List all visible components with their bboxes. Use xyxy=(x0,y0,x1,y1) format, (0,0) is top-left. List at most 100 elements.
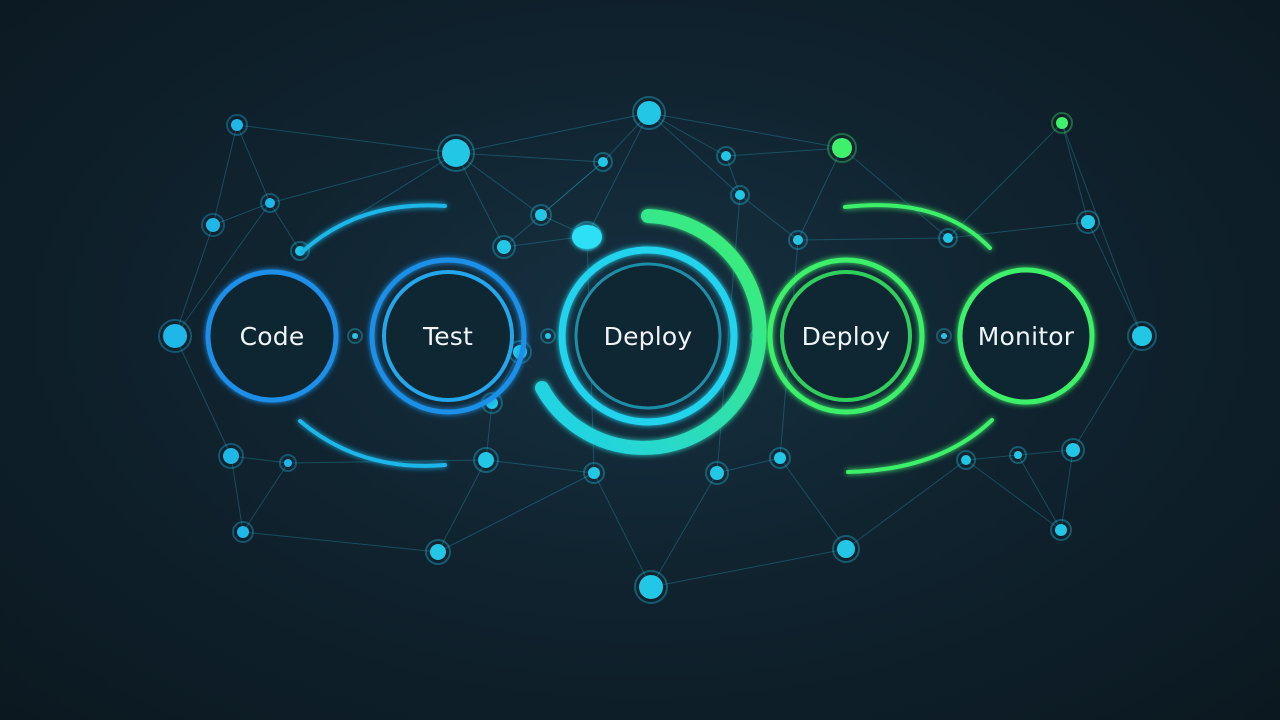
network-node-halo xyxy=(730,185,750,205)
network-line xyxy=(650,548,847,588)
network-node-halo xyxy=(1127,321,1157,351)
stage-deploy-primary: Deploy xyxy=(535,209,767,455)
network-line xyxy=(797,147,843,241)
network-node xyxy=(231,119,243,131)
stage-deploy2-ring xyxy=(780,270,912,402)
network-line xyxy=(841,147,949,239)
connector-arc xyxy=(843,203,992,250)
network-node-halo xyxy=(827,133,857,163)
accent-dot xyxy=(572,225,602,249)
network-node xyxy=(163,324,187,348)
network-node-halo xyxy=(158,319,192,353)
network-node-halo xyxy=(347,328,363,344)
stage-deploy2-label: Deploy xyxy=(802,322,891,351)
network-line xyxy=(739,194,799,241)
network-line xyxy=(174,335,232,457)
network-node xyxy=(735,190,745,200)
network-node-halo xyxy=(290,241,310,261)
network-node xyxy=(237,526,249,538)
network-node xyxy=(442,139,470,167)
network-node xyxy=(793,235,803,245)
network-node-halo xyxy=(1061,438,1085,462)
network-line xyxy=(455,152,604,163)
network-line xyxy=(648,112,843,149)
network-line xyxy=(947,122,1063,239)
network-node xyxy=(1014,451,1022,459)
network-node-halo xyxy=(705,461,729,485)
stage-deploy-ring xyxy=(574,262,722,410)
stage-test-label: Test xyxy=(422,322,473,351)
network-node xyxy=(774,452,786,464)
network-line xyxy=(586,112,650,237)
network-line xyxy=(503,161,604,248)
connector-arc xyxy=(298,419,447,468)
network-line xyxy=(485,459,595,474)
network-node-halo xyxy=(1076,210,1100,234)
stage-deploy-label: Deploy xyxy=(604,322,693,351)
network-node-halo xyxy=(425,539,451,565)
network-node xyxy=(637,101,661,125)
network-line xyxy=(965,459,1062,531)
network-node-halo xyxy=(1050,519,1072,541)
network-node xyxy=(223,448,239,464)
network-node-halo xyxy=(832,535,860,563)
network-node xyxy=(478,452,494,468)
network-line xyxy=(455,152,505,248)
network-line xyxy=(269,202,301,252)
network-node-halo xyxy=(530,204,552,226)
network-node xyxy=(535,209,547,221)
network-node xyxy=(832,138,852,158)
stage-deploy-secondary: Deploy xyxy=(767,257,925,415)
network-node-halo xyxy=(936,328,952,344)
network-node xyxy=(710,466,724,480)
network-node-halo xyxy=(593,152,613,172)
network-line xyxy=(648,112,741,196)
stage-deploy-progress-arc xyxy=(535,209,767,455)
network-node-halo xyxy=(492,235,516,259)
network-node xyxy=(837,540,855,558)
network-node-halo xyxy=(716,146,736,166)
network-line xyxy=(230,455,244,533)
network-node xyxy=(497,240,511,254)
network-line xyxy=(540,161,604,216)
network-line xyxy=(947,221,1089,239)
stage-test-ring xyxy=(382,270,514,402)
network-node xyxy=(545,333,551,339)
network-line xyxy=(1072,335,1143,451)
network-line xyxy=(1061,122,1143,337)
network-node-halo xyxy=(473,447,499,473)
network-node-halo xyxy=(583,462,605,484)
stage-deploy-outer-ring xyxy=(558,246,738,426)
network-line xyxy=(1017,454,1062,531)
network-line xyxy=(845,459,967,550)
network-line xyxy=(1017,449,1074,456)
network-node-halo xyxy=(218,443,244,469)
stage-monitor-ring xyxy=(957,267,1095,405)
network-line xyxy=(650,472,718,588)
network-line xyxy=(648,112,727,157)
network-line xyxy=(242,531,439,553)
network-line xyxy=(455,152,542,216)
network-node xyxy=(961,455,971,465)
network-node xyxy=(430,544,446,560)
network-line xyxy=(716,457,781,474)
network-line xyxy=(174,202,271,337)
network-node-halo xyxy=(201,213,225,237)
network-node xyxy=(1132,326,1152,346)
network-line xyxy=(212,202,271,226)
network-line xyxy=(236,124,457,154)
network-node xyxy=(943,233,953,243)
network-node xyxy=(284,459,292,467)
network-line xyxy=(230,455,289,464)
network-line xyxy=(242,462,289,533)
network-line xyxy=(212,124,238,226)
network-line xyxy=(593,472,652,588)
network-line xyxy=(485,402,493,461)
network-node xyxy=(206,218,220,232)
connector-arcs xyxy=(298,203,994,474)
stage-monitor-label: Monitor xyxy=(978,322,1075,351)
network-node-halo xyxy=(938,228,958,248)
network-node xyxy=(941,333,947,339)
network-node xyxy=(639,575,663,599)
network-node xyxy=(1056,117,1068,129)
